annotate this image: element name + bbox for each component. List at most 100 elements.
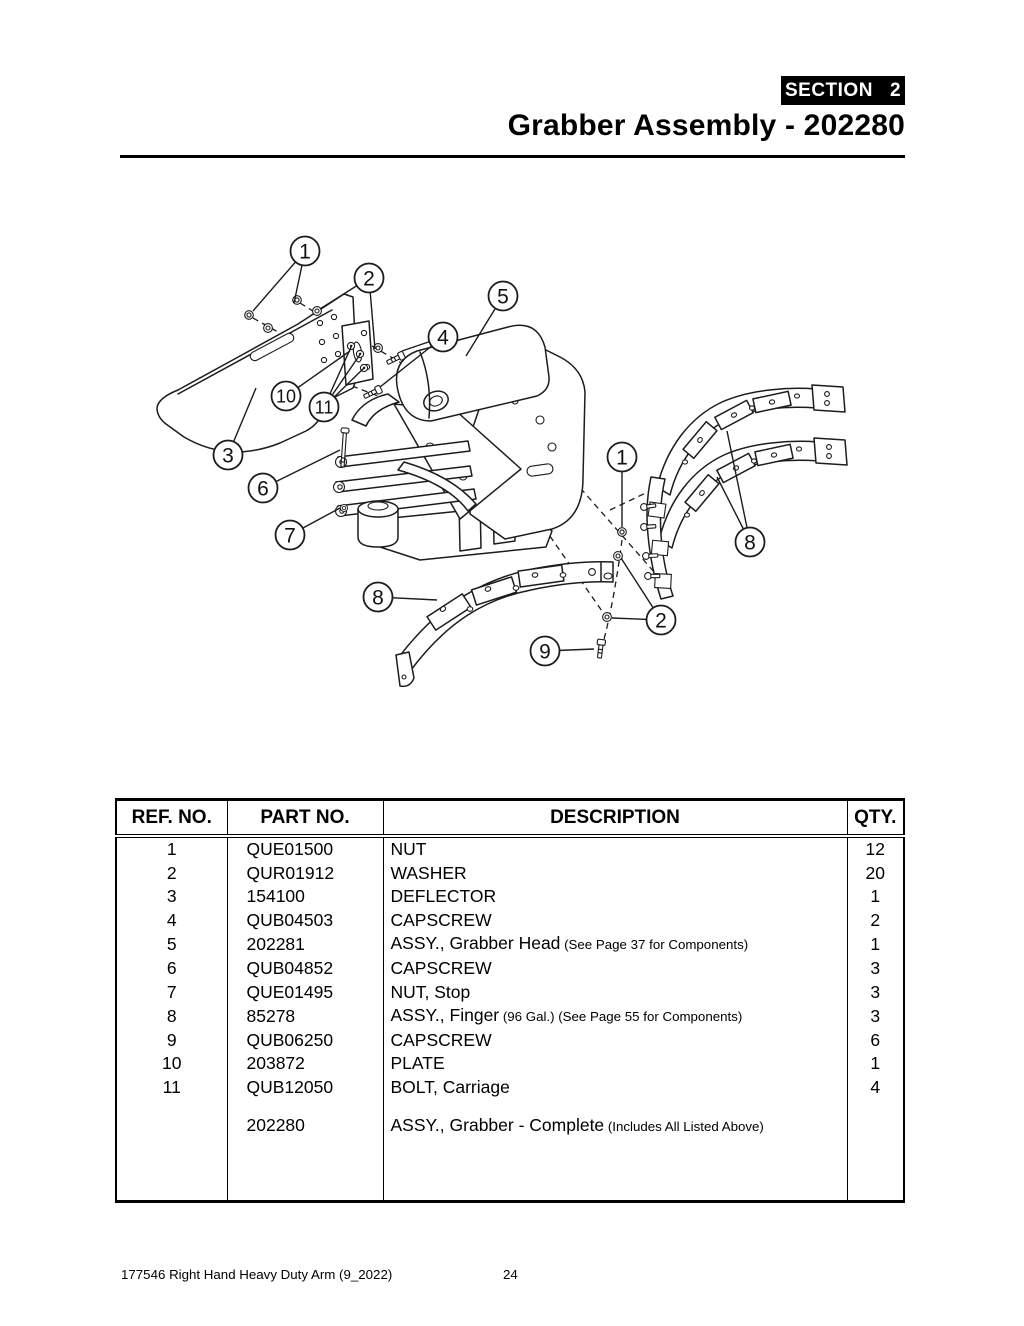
col-header-ref: REF. NO. [116, 799, 228, 838]
description-cell [383, 1138, 848, 1202]
svg-text:8: 8 [744, 532, 756, 555]
footer-page-number: 24 [503, 1267, 518, 1282]
description-cell: ASSY., Grabber Head (See Page 37 for Com… [383, 932, 848, 957]
svg-text:3: 3 [222, 445, 234, 468]
ref-no-cell: 7 [116, 980, 228, 1005]
grabber-head [351, 324, 586, 561]
description-cell: ASSY., Finger (96 Gal.) (See Page 55 for… [383, 1004, 848, 1029]
qty-cell [847, 1114, 904, 1139]
hook-link [351, 393, 400, 427]
description-note: (96 Gal.) (See Page 55 for Components) [499, 1009, 743, 1025]
description-cell: WASHER [383, 861, 848, 886]
description-cell [383, 1099, 848, 1114]
callout-4: 4 [379, 321, 459, 388]
qty-cell: 3 [870, 1005, 881, 1026]
description-cell: ASSY., Grabber - Complete (Includes All … [383, 1113, 848, 1139]
qty-cell: 2 [870, 909, 881, 930]
qty-cell: 4 [870, 1076, 881, 1097]
svg-text:4: 4 [437, 327, 449, 350]
callout-8: 8 [716, 430, 766, 558]
section-word: SECTION [784, 79, 873, 101]
fasteners-right-chain [594, 527, 627, 659]
qty-cell: 6 [870, 1029, 881, 1050]
callout-1: 1 [252, 235, 321, 312]
svg-text:8: 8 [372, 587, 384, 610]
description-cell: NUT, Stop [383, 980, 848, 1005]
callout-8: 8 [362, 581, 438, 613]
finger-mount-spine [639, 476, 674, 600]
col-header-desc: DESCRIPTION [383, 799, 848, 838]
qty-cell: 1 [870, 886, 881, 907]
page-title: Grabber Assembly - 202280 [507, 109, 905, 142]
bolt-vertical [340, 427, 350, 468]
ref-no-cell [116, 1138, 228, 1202]
table-header-row: REF. NO. PART NO. DESCRIPTION QTY. [116, 799, 904, 838]
qty-cell: 20 [865, 862, 885, 883]
description-note: (Includes All Listed Above) [604, 1118, 764, 1134]
svg-text:11: 11 [315, 398, 334, 418]
footer-doc-title: 177546 Right Hand Heavy Duty Arm (9_2022… [121, 1267, 393, 1282]
callout-6: 6 [247, 449, 341, 504]
stop-nut [340, 504, 348, 512]
section-number: 2 [889, 79, 902, 101]
qty-cell [847, 1138, 904, 1201]
description-cell: CAPSCREW [383, 908, 848, 933]
qty-cell: 12 [865, 839, 885, 859]
svg-text:2: 2 [655, 610, 667, 633]
ref-no-cell: 9 [116, 1028, 228, 1053]
qty-cell: 3 [870, 957, 881, 978]
svg-text:1: 1 [299, 241, 311, 264]
callout-1: 1 [606, 441, 638, 527]
description-cell: BOLT, Carriage [383, 1075, 848, 1100]
svg-text:7: 7 [284, 525, 296, 548]
part-no-cell: 203872 [227, 1052, 384, 1076]
part-no-cell [227, 1138, 384, 1202]
svg-text:6: 6 [257, 478, 269, 501]
ref-no-cell: 1 [116, 836, 228, 862]
callout-2: 2 [611, 557, 677, 636]
callout-10: 10 [270, 350, 351, 412]
svg-text:1: 1 [616, 447, 628, 470]
qty-cell: 3 [870, 981, 881, 1002]
part-no-cell: QUE01495 [227, 980, 384, 1005]
callout-11: 11 [308, 344, 366, 423]
title-rule [120, 155, 905, 158]
spacer-row [116, 1099, 904, 1114]
ref-no-cell: 6 [116, 956, 228, 981]
ref-no-cell: 10 [116, 1052, 228, 1076]
description-cell: PLATE [383, 1052, 848, 1076]
part-no-cell: 202280 [227, 1113, 384, 1139]
section-badge: SECTION 2 [781, 76, 905, 105]
part-no-cell: 154100 [227, 885, 384, 909]
finger-right-lower [658, 437, 848, 549]
part-no-cell: 85278 [227, 1004, 384, 1029]
filler-row [116, 1138, 904, 1202]
col-header-part: PART NO. [227, 799, 384, 838]
callout-3: 3 [212, 387, 257, 471]
part-no-cell: QUE01500 [227, 836, 384, 862]
ref-no-cell: 11 [116, 1075, 228, 1100]
svg-text:9: 9 [539, 641, 551, 664]
ref-no-cell: 5 [116, 932, 228, 957]
qty-cell [847, 1100, 904, 1114]
ref-no-cell: 4 [116, 908, 228, 933]
part-no-cell: QUB06250 [227, 1028, 384, 1053]
ref-no-cell [116, 1113, 228, 1139]
part-no-cell: QUB12050 [227, 1075, 384, 1100]
description-cell: CAPSCREW [383, 956, 848, 981]
part-no-cell: QUB04503 [227, 908, 384, 933]
